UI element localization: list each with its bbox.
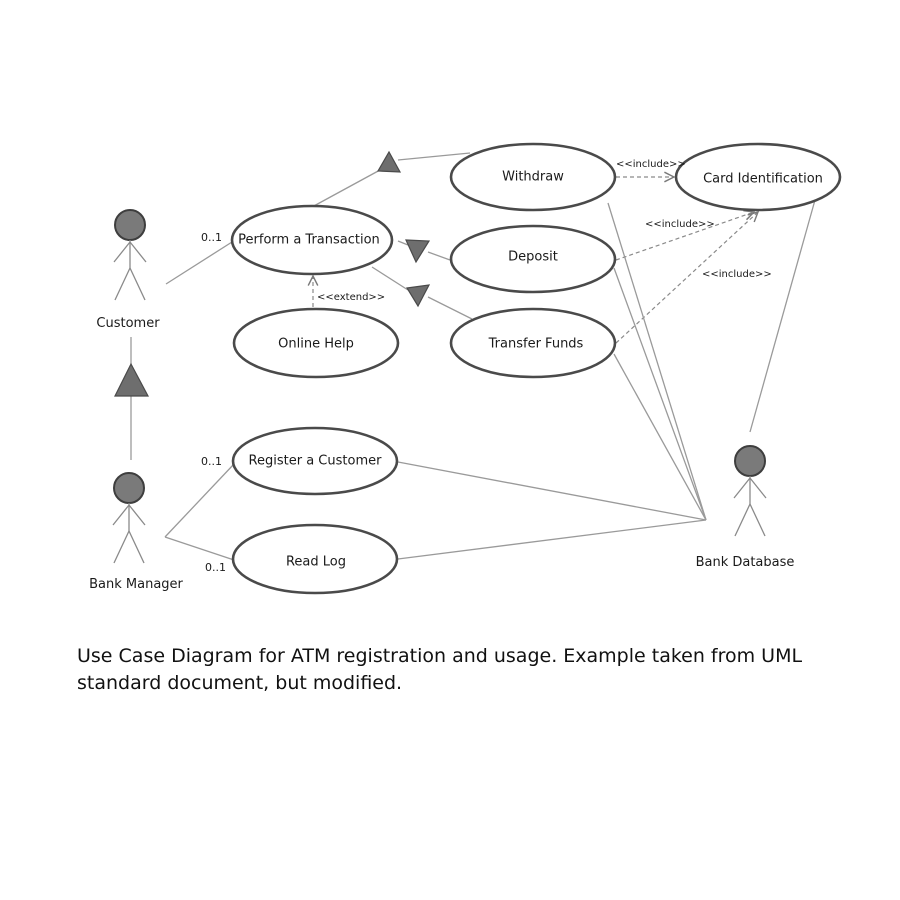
manager-readlog-line [164, 536, 235, 561]
actor-name: Customer [96, 316, 160, 331]
use-case-perform-transaction: Perform a Transaction [230, 204, 394, 276]
db-deposit-line [613, 267, 707, 521]
generalization-triangle-deposit [405, 239, 431, 264]
use-case-transfer-funds: Transfer Funds [449, 307, 617, 379]
db-withdraw-line [607, 202, 707, 521]
use-case-label: Transfer Funds [488, 337, 584, 352]
manager-register-line [164, 463, 235, 538]
actor-head-icon [734, 445, 766, 477]
include-stereotype-label-transfer: <<include>> [702, 269, 772, 280]
actor-head-icon [114, 209, 146, 241]
use-case-label: Register a Customer [249, 454, 383, 469]
use-case-withdraw: Withdraw [449, 142, 617, 212]
diagram-caption: Use Case Diagram for ATM registration an… [77, 645, 803, 694]
generalization-triangle-customer [114, 362, 149, 397]
db-transfer-line [613, 353, 707, 521]
include-deposit-line [615, 212, 754, 261]
actor-head-icon [113, 472, 145, 504]
generalization-withdraw-line [311, 169, 381, 208]
include-stereotype-label-withdraw: <<include>> [616, 159, 686, 170]
use-case-deposit: Deposit [449, 224, 617, 294]
use-case-label: Read Log [286, 555, 346, 570]
actor-customer: Customer [96, 209, 160, 331]
generalization-deposit-line-2 [397, 240, 409, 246]
use-case-diagram: Perform a Transaction Online Help Withdr… [89, 142, 842, 595]
multiplicity-readlog: 0..1 [205, 561, 226, 574]
generalization-deposit-line [427, 251, 451, 261]
generalization-triangle-withdraw [376, 150, 402, 173]
db-register-line [397, 461, 707, 521]
actor-bank-database: Bank Database [696, 445, 795, 570]
generalization-transfer-line-2 [427, 296, 473, 320]
db-card-identification-line [749, 199, 816, 433]
use-case-online-help: Online Help [232, 307, 400, 379]
customer-association-line [165, 241, 233, 285]
use-case-label: Perform a Transaction [238, 233, 380, 248]
actor-name: Bank Database [696, 555, 795, 570]
use-case-label: Withdraw [502, 170, 564, 185]
generalization-triangle-transfer [406, 284, 431, 308]
use-case-read-log: Read Log [231, 523, 399, 595]
db-readlog-line [397, 519, 707, 560]
use-case-label: Deposit [508, 250, 558, 265]
generalization-transfer-line [371, 266, 409, 291]
extend-stereotype-label: <<extend>> [317, 292, 385, 303]
use-case-label: Online Help [278, 337, 354, 352]
use-case-card-identification: Card Identification [674, 142, 842, 212]
multiplicity-register: 0..1 [201, 455, 222, 468]
actor-name: Bank Manager [89, 577, 183, 592]
actor-bank-manager: Bank Manager [89, 472, 184, 592]
generalization-withdraw-line-upper [397, 152, 471, 161]
include-stereotype-label-deposit: <<include>> [645, 219, 715, 230]
use-case-register-customer: Register a Customer [231, 426, 399, 496]
use-case-label: Card Identification [703, 172, 823, 187]
multiplicity-customer: 0..1 [201, 231, 222, 244]
